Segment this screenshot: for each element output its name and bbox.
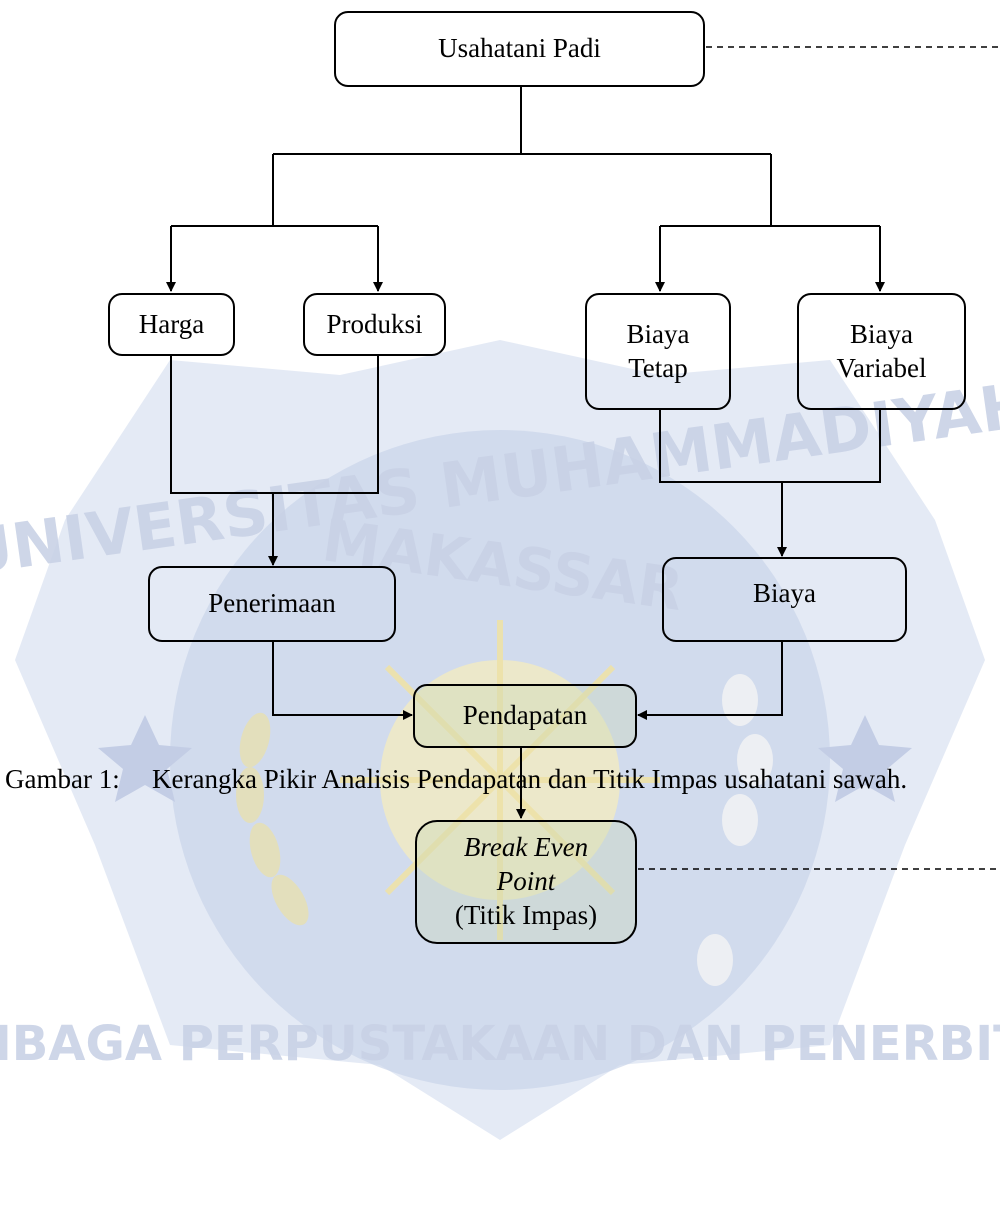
watermark-text-bottom: LEMBAGA PERPUSTAKAAN DAN PENERBITAN bbox=[0, 1016, 1000, 1072]
node-produksi-label: Produksi bbox=[326, 308, 423, 339]
watermark-star-left bbox=[98, 715, 192, 802]
node-biaya-tetap: Biaya Tetap bbox=[585, 293, 731, 410]
node-penerimaan-label: Penerimaan bbox=[208, 588, 336, 619]
watermark-leaves bbox=[236, 674, 773, 986]
node-biaya-tetap-line2: Tetap bbox=[628, 352, 688, 383]
node-bep-line1: Break Even bbox=[463, 832, 589, 863]
watermark-star-right bbox=[818, 715, 912, 802]
node-break-even-point: Break Even Point (Titik Impas) bbox=[415, 820, 637, 944]
node-biaya-variabel-line1: Biaya bbox=[850, 318, 913, 349]
edge-biaya-merge bbox=[659, 409, 881, 483]
node-pendapatan-label: Pendapatan bbox=[462, 700, 588, 731]
node-usahatani-padi: Usahatani Padi bbox=[334, 11, 705, 87]
node-harga-label: Harga bbox=[138, 308, 205, 339]
node-bep-line2: Point bbox=[496, 866, 556, 897]
node-produksi: Produksi bbox=[303, 293, 446, 356]
caption-text: Kerangka Pikir Analisis Pendapatan dan T… bbox=[152, 764, 908, 794]
node-biaya: Biaya bbox=[662, 557, 907, 642]
edge-biaya-to-pendapatan bbox=[637, 641, 783, 720]
edge-harga-down bbox=[170, 355, 379, 494]
node-biaya-variabel: Biaya Variabel bbox=[797, 293, 966, 410]
caption-label: Gambar 1: bbox=[5, 764, 120, 794]
edge-penerimaan-to-pendapatan bbox=[272, 641, 413, 720]
node-harga: Harga bbox=[108, 293, 235, 356]
node-biaya-tetap-line1: Biaya bbox=[626, 318, 690, 349]
node-bep-line3: (Titik Impas) bbox=[454, 899, 598, 930]
watermark-sun-rays bbox=[340, 620, 660, 940]
node-pendapatan: Pendapatan bbox=[413, 684, 637, 748]
node-biaya-label: Biaya bbox=[753, 578, 816, 608]
node-usahatani-padi-label: Usahatani Padi bbox=[438, 33, 601, 64]
node-penerimaan: Penerimaan bbox=[148, 566, 396, 642]
node-biaya-variabel-line2: Variabel bbox=[836, 352, 927, 383]
